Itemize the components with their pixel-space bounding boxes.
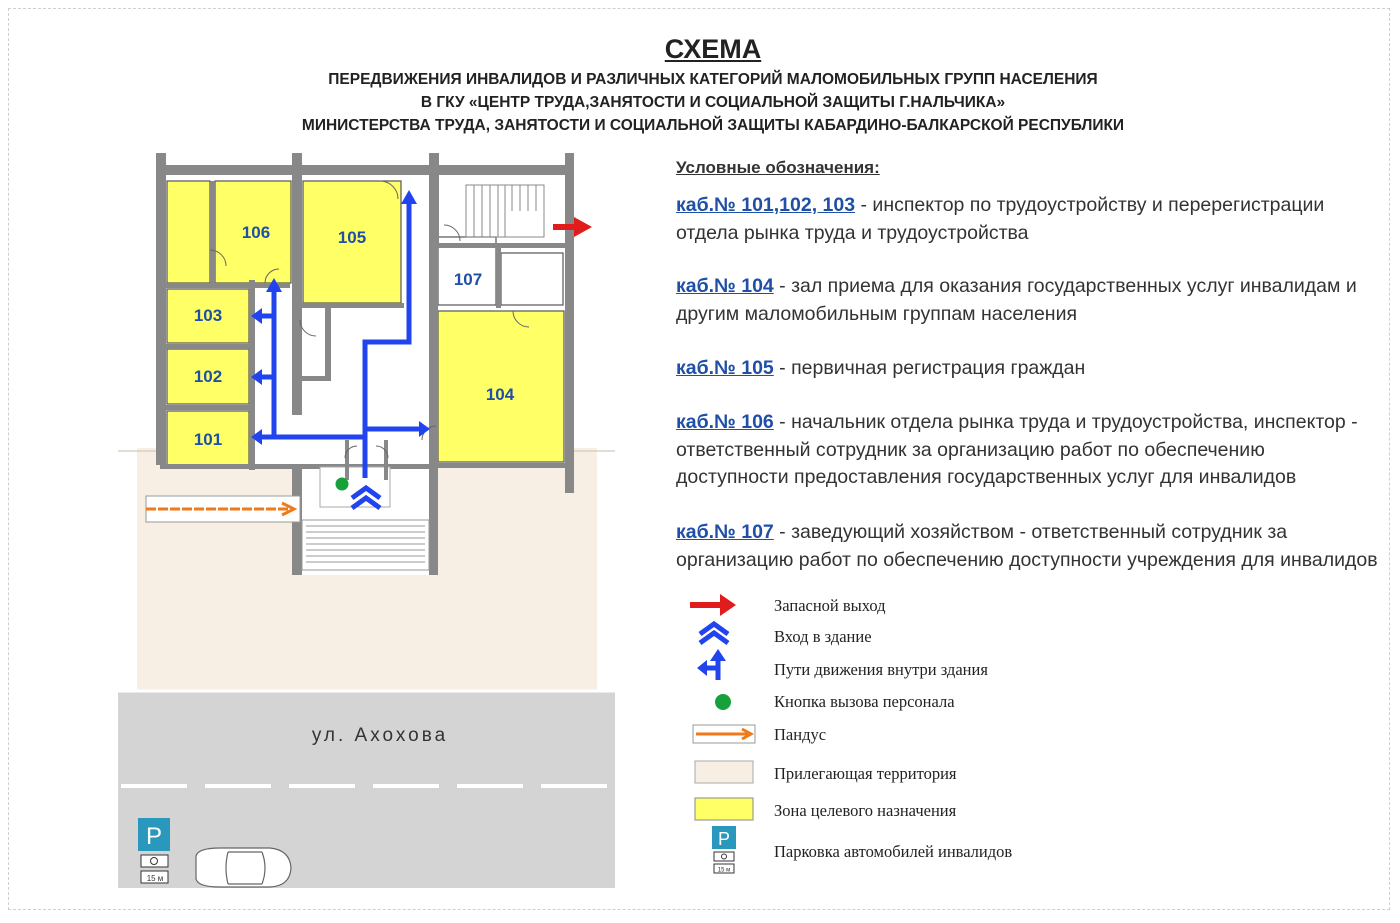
parking-sign-icon: P 15 м [712,826,736,874]
subtitle-line-2: В ГКУ «ЦЕНТР ТРУДА,ЗАНЯТОСТИ И СОЦИАЛЬНО… [420,94,1006,111]
ramp-icon [692,724,756,744]
page-title: СХЕМА [664,34,762,64]
legend-text: - первичная регистрация граждан [773,357,1086,379]
legend-key: каб.№ 101,102, 103 [676,194,856,216]
room-101 [166,410,250,467]
route-arrowheads [251,190,430,445]
room-102-label: 102 [194,367,222,386]
room-101-label: 101 [194,430,222,449]
car-icon [195,847,292,888]
legend-symbol-label: Зона целевого назначения [774,801,957,820]
stairs-top [465,184,545,238]
legend-symbol-label: Пандус [774,725,827,744]
room-104 [437,310,565,463]
street-name: ул. Ахохова [312,725,448,746]
legend-text: - инспектор по трудоустройству и перерег… [676,194,1325,244]
room-107-label: 107 [454,270,482,289]
legend-text: - заведующий хозяйством - ответственный … [676,521,1378,571]
legend-key: каб.№ 104 [676,275,774,297]
svg-text:15 м: 15 м [718,868,730,874]
entrance-chevrons [350,484,382,511]
legend-symbol-label: Парковка автомобилей инвалидов [774,842,1013,861]
road-markings [121,784,607,788]
legend-symbol-label: Вход в здание [774,627,872,646]
legend-heading: Условные обозначения: [676,158,880,177]
legend-text: - начальник отдела рынка труда и трудоус… [676,411,1358,488]
floor-plan: ул. Ахохова [118,153,615,888]
green-dot-icon [715,694,731,710]
legend-symbol-label: Прилегающая территория [774,764,957,783]
legend-symbol-label: Пути движения внутри здания [774,660,988,679]
emergency-exit-arrow [553,217,592,237]
room-106 [214,180,292,284]
room-side [166,180,211,284]
room-105 [302,180,402,304]
legend-symbol-label: Кнопка вызова персонала [774,692,955,711]
legend-item-105: каб.№ 105 - первичная регистрация гражда… [676,355,1381,383]
walls [156,153,574,575]
double-chevron-icon [698,620,730,646]
subtitle-line-1: ПЕРЕДВИЖЕНИЯ ИНВАЛИДОВ И РАЗЛИЧНЫХ КАТЕГ… [328,71,1098,88]
legend-text: - зал приема для оказания государственны… [676,275,1357,325]
legend-item-106: каб.№ 106 - начальник отдела рынка труда… [676,409,1381,492]
entrance-stairs [301,519,430,571]
legend-symbol-label: Запасной выход [774,596,886,615]
room-103 [166,288,250,344]
legend-item-107: каб.№ 107 - заведующий хозяйством - отве… [676,519,1381,574]
route-arrows-icon [697,649,726,680]
room-105-label: 105 [338,228,366,247]
target-zone-swatch-icon [694,797,754,821]
territory-swatch-icon [694,760,754,784]
svg-text:15 м: 15 м [147,874,164,883]
room-storage [500,252,564,306]
subtitle-line-3: МИНИСТЕРСТВА ТРУДА, ЗАНЯТОСТИ И СОЦИАЛЬН… [301,117,1125,134]
red-arrow-icon [690,594,736,616]
legend-item-101-103: каб.№ 101,102, 103 - инспектор по трудоу… [676,192,1381,247]
page-frame [8,8,1390,910]
legend-key: каб.№ 105 [676,357,774,379]
legend-item-104: каб.№ 104 - зал приема для оказания госу… [676,273,1381,328]
svg-text:P: P [718,829,730,849]
room-106-label: 106 [242,223,270,242]
legend-key: каб.№ 107 [676,521,774,543]
parking-sign: P 15 м [138,818,170,884]
room-103-label: 103 [194,306,222,325]
road [118,691,615,888]
call-button [335,477,349,491]
legend-key: каб.№ 106 [676,411,774,433]
room-104-label: 104 [486,385,515,404]
svg-text:P: P [146,823,162,850]
